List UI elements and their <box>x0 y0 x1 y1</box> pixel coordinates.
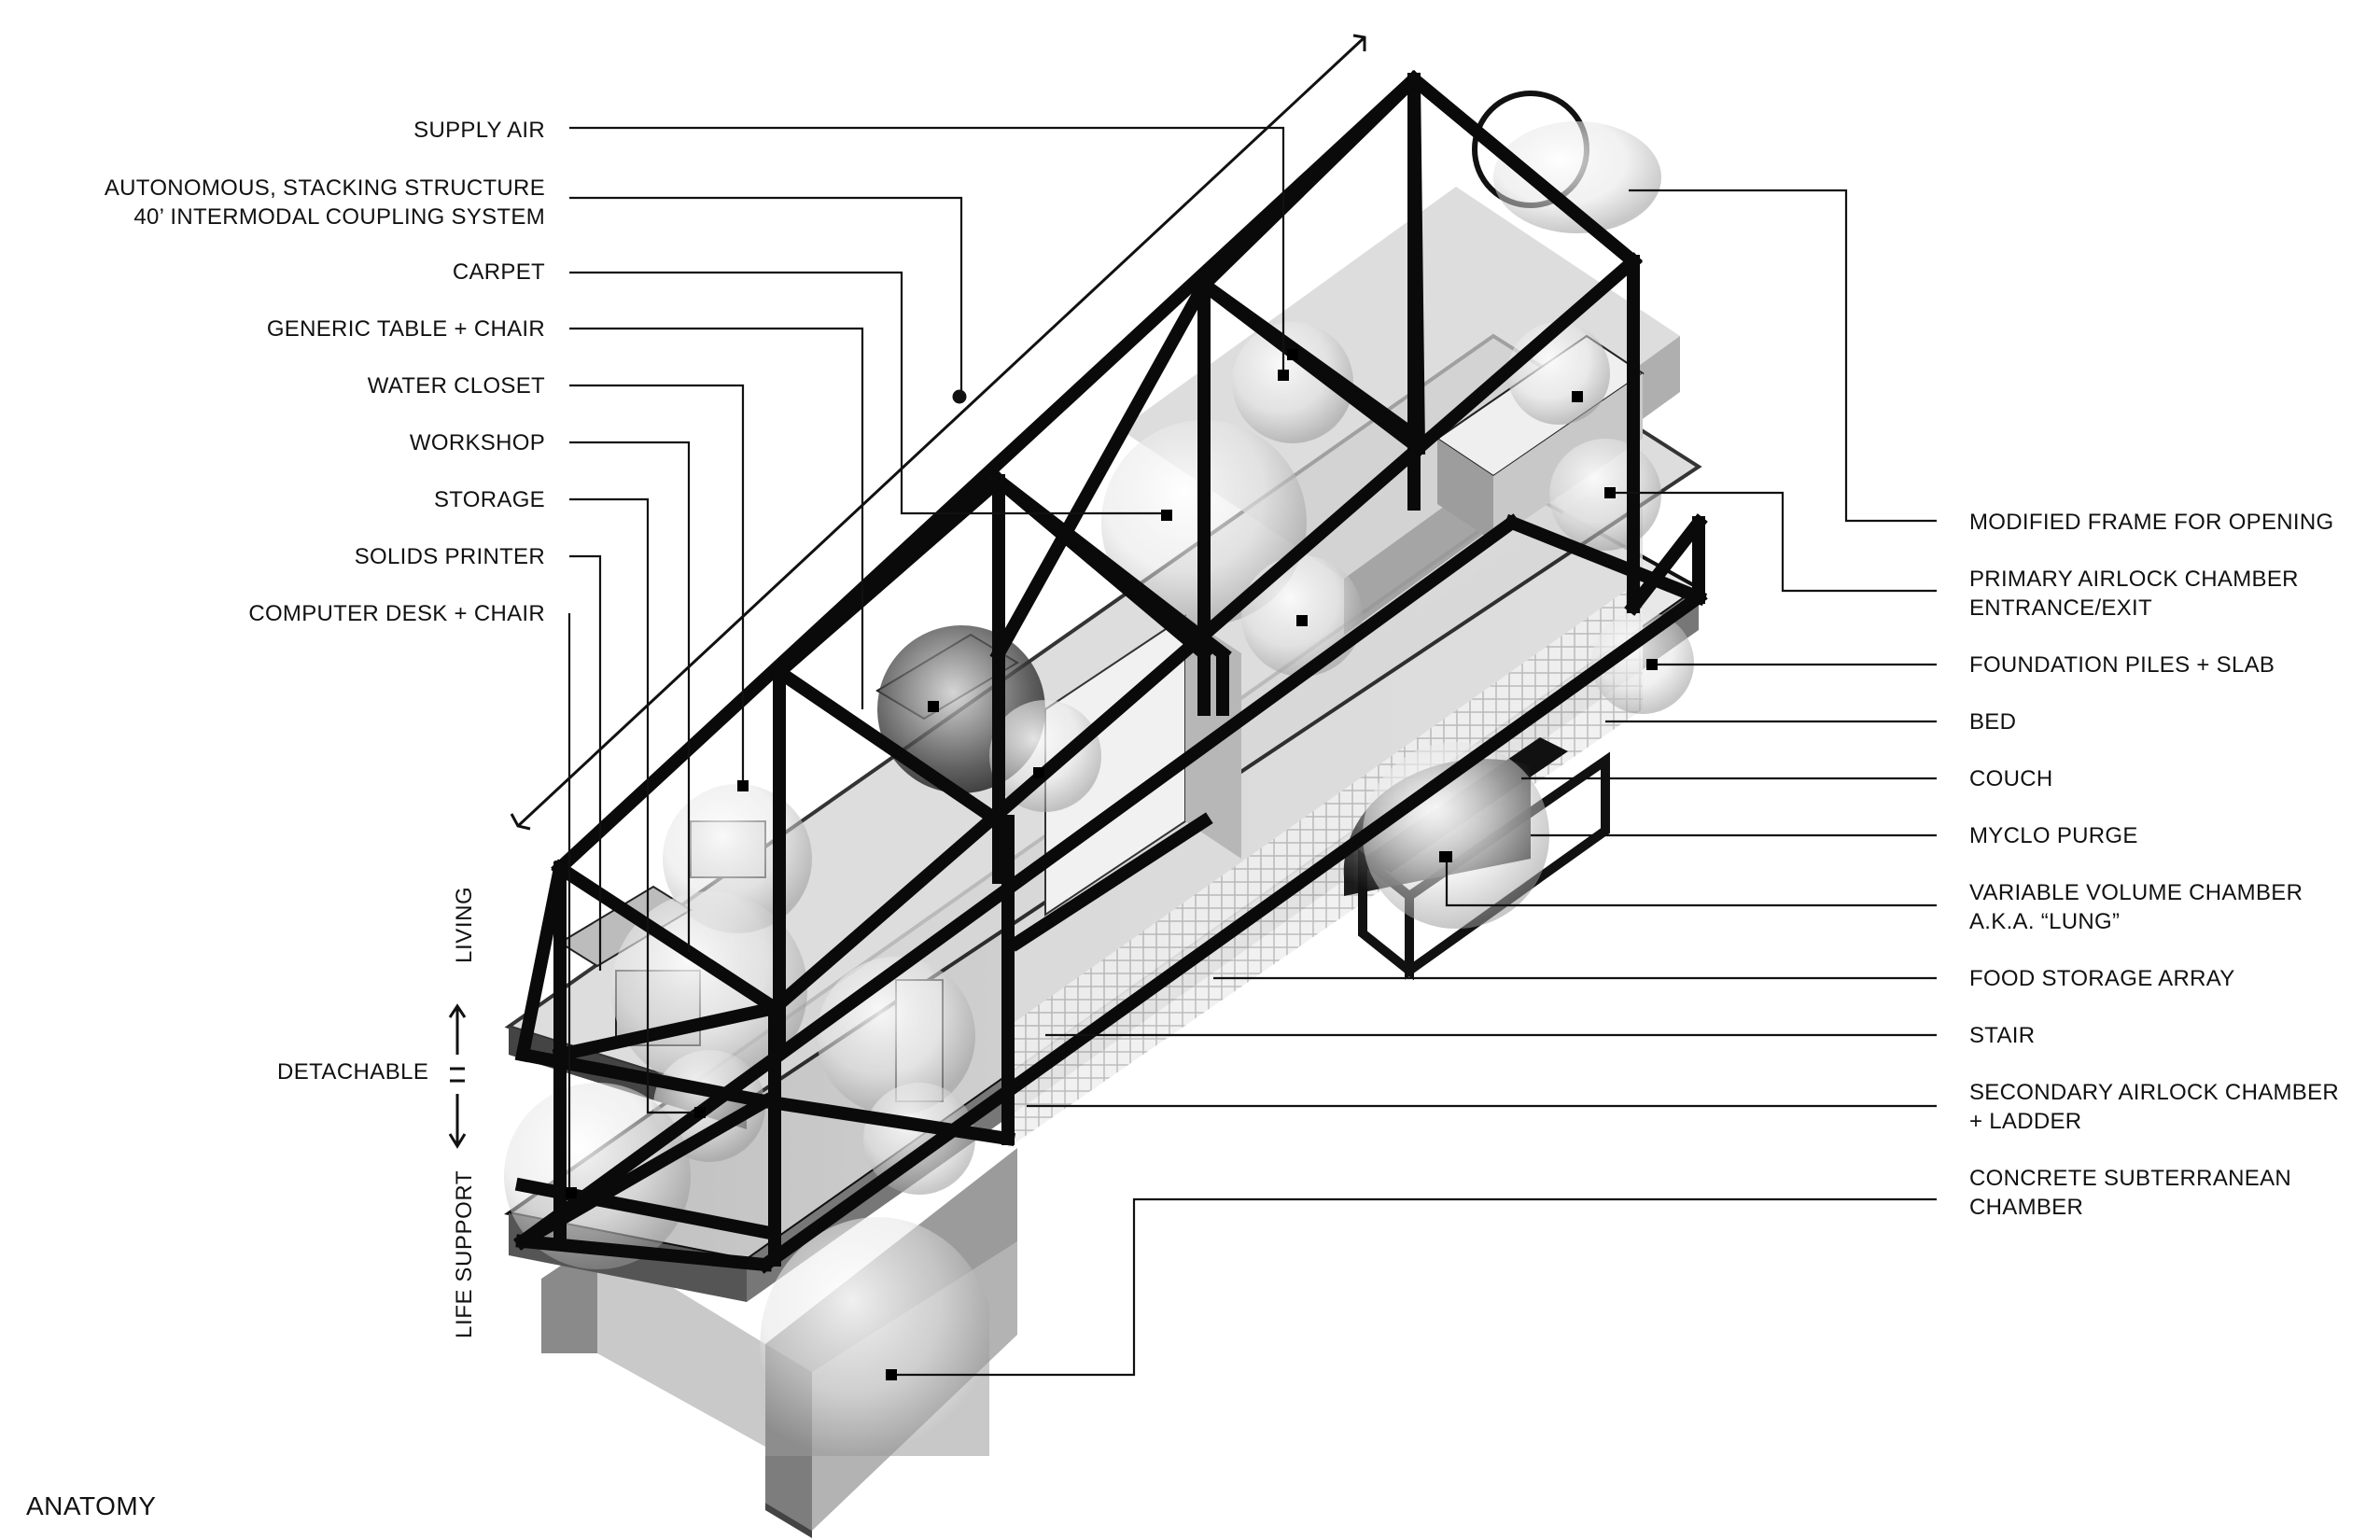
right-callout-label: STAIR <box>1969 1021 2035 1050</box>
left-callout-label: WATER CLOSET <box>368 371 545 400</box>
left-callout-label: AUTONOMOUS, STACKING STRUCTURE 40’ INTERM… <box>105 174 545 231</box>
callout-line: CARPET <box>452 259 545 285</box>
right-callout-label: BED <box>1969 707 2016 736</box>
callout-marker <box>1161 510 1172 521</box>
left-leader-line <box>569 497 698 1114</box>
left-callout-label: WORKSHOP <box>410 428 545 457</box>
right-callout-label: MYCLO PURGE <box>1969 821 2138 850</box>
left-callout-label: SOLIDS PRINTER <box>355 542 545 571</box>
callout-marker <box>737 780 749 791</box>
callout-line: VARIABLE VOLUME CHAMBER <box>1969 880 2303 905</box>
section-label-living: LIVING <box>452 886 477 963</box>
callout-marker <box>928 701 939 712</box>
structural-frame <box>513 70 1708 1274</box>
callout-line: FOUNDATION PILES + SLAB <box>1969 652 2275 678</box>
right-callout-label: FOUNDATION PILES + SLAB <box>1969 651 2275 679</box>
left-leader-line <box>569 554 602 971</box>
right-callout-label: PRIMARY AIRLOCK CHAMBER ENTRANCE/EXIT <box>1969 565 2299 623</box>
leader-lines <box>567 126 1937 1377</box>
callout-line: 40’ INTERMODAL COUPLING SYSTEM <box>133 204 545 230</box>
callout-marker <box>1439 851 1450 862</box>
callout-line: ENTRANCE/EXIT <box>1969 595 2152 621</box>
callout-marker <box>566 1187 577 1198</box>
callout-marker <box>1572 391 1583 402</box>
callout-line: COMPUTER DESK + CHAIR <box>248 601 545 626</box>
right-leader-line <box>1610 491 1937 593</box>
callout-line: AUTONOMOUS, STACKING STRUCTURE <box>104 175 545 201</box>
callout-marker <box>1296 615 1308 626</box>
callout-line: STORAGE <box>433 487 545 512</box>
callout-line: COUCH <box>1969 766 2053 791</box>
left-leader-line <box>569 271 1167 515</box>
callout-line: A.K.A. “LUNG” <box>1969 909 2121 934</box>
leader-markers <box>566 349 1658 1380</box>
callout-line: WATER CLOSET <box>367 373 545 399</box>
right-leader-marker <box>1604 487 1616 498</box>
callout-line: SECONDARY AIRLOCK CHAMBER <box>1969 1080 2340 1105</box>
section-arrows <box>448 34 1366 1149</box>
right-leader-marker <box>1646 659 1658 670</box>
left-callout-label: COMPUTER DESK + CHAIR <box>248 599 545 628</box>
left-leader-line <box>569 126 1285 373</box>
callout-line: MODIFIED FRAME FOR OPENING <box>1969 510 2334 535</box>
right-leader-line <box>891 1197 1937 1377</box>
right-leader-line <box>1629 189 1937 523</box>
left-leader-line <box>569 441 691 952</box>
callout-line: MYCLO PURGE <box>1969 823 2138 848</box>
callout-line: + LADDER <box>1969 1109 2082 1134</box>
left-callout-label: GENERIC TABLE + CHAIR <box>267 315 545 343</box>
left-callout-label: CARPET <box>453 258 545 287</box>
callout-marker <box>1287 349 1298 360</box>
left-callout-label: SUPPLY AIR <box>413 116 545 145</box>
right-callout-label: MODIFIED FRAME FOR OPENING <box>1969 508 2333 537</box>
callout-marker <box>1033 767 1044 778</box>
section-label-life-support: LIFE SUPPORT <box>452 1169 477 1338</box>
right-callout-label: VARIABLE VOLUME CHAMBER A.K.A. “LUNG” <box>1969 878 2303 936</box>
callout-line: SOLIDS PRINTER <box>354 544 545 569</box>
callout-line: PRIMARY AIRLOCK CHAMBER <box>1969 567 2299 592</box>
diagram-caption: ANATOMY <box>26 1491 157 1520</box>
callout-line: SUPPLY AIR <box>413 118 545 143</box>
right-callout-label: CONCRETE SUBTERRANEAN CHAMBER <box>1969 1164 2291 1222</box>
callout-line: CHAMBER <box>1969 1195 2084 1220</box>
right-leader-line <box>1445 859 1937 907</box>
callout-line: CONCRETE SUBTERRANEAN <box>1969 1166 2292 1191</box>
left-leader-line <box>569 384 745 784</box>
left-leader-marker <box>1278 370 1289 381</box>
right-callout-label: FOOD STORAGE ARRAY <box>1969 964 2235 993</box>
left-callout-label: STORAGE <box>434 485 545 514</box>
right-callout-label: SECONDARY AIRLOCK CHAMBER + LADDER <box>1969 1078 2339 1136</box>
callout-line: STAIR <box>1969 1023 2036 1048</box>
left-leader-line <box>569 327 864 709</box>
right-callout-label: COUCH <box>1969 764 2053 793</box>
left-leader-line <box>569 196 963 390</box>
right-leader-marker <box>886 1369 897 1380</box>
callout-line: GENERIC TABLE + CHAIR <box>266 316 545 342</box>
callout-line: BED <box>1969 709 2017 735</box>
section-label-detachable: DETACHABLE <box>277 1059 429 1085</box>
callout-line: WORKSHOP <box>409 430 545 455</box>
callout-line: FOOD STORAGE ARRAY <box>1969 966 2235 991</box>
callout-marker <box>694 1107 706 1118</box>
